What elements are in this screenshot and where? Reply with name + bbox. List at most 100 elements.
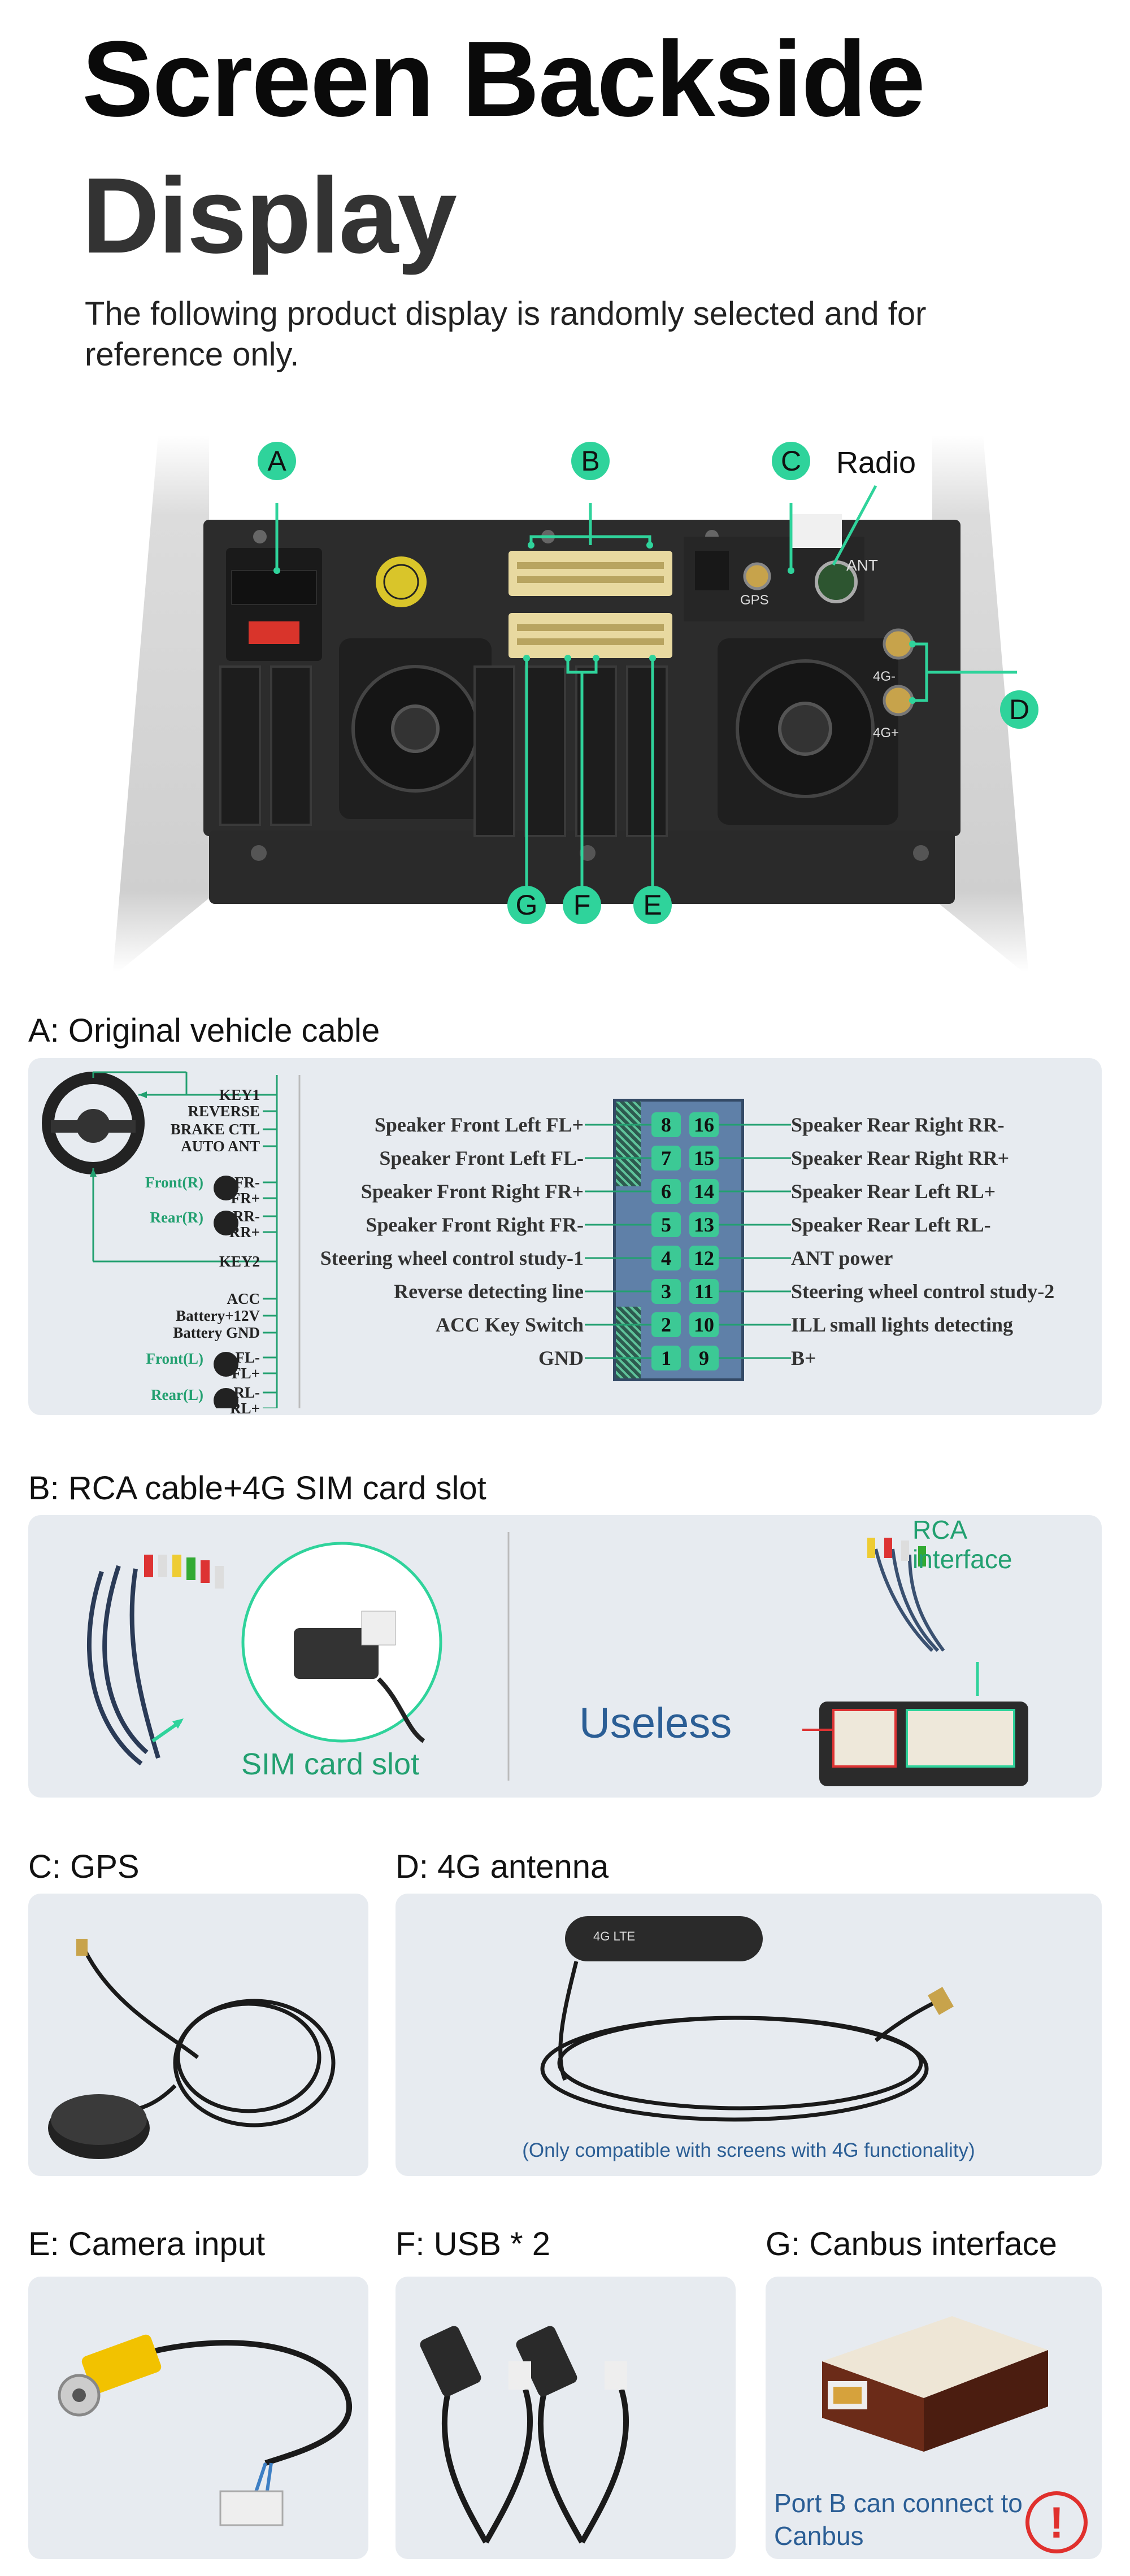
badge-a: A [258, 442, 296, 480]
section-f-title: F: USB * 2 [395, 2226, 550, 2262]
section-f-card [395, 2277, 736, 2559]
wheel-brake-ctl: BRAKE CTL [170, 1121, 260, 1138]
warning-icon-glyph: ! [1049, 2497, 1064, 2547]
rear-r-pin-plus: RR+ [229, 1224, 260, 1241]
section-c-card [28, 1894, 368, 2176]
pin-1-label: GND [538, 1347, 584, 1369]
rear-l-pin-plus: RL+ [230, 1400, 260, 1415]
section-c-title: C: GPS [28, 1848, 140, 1885]
pin-1: 1 [651, 1346, 681, 1370]
rca-interface-label: RCA interface [912, 1515, 1012, 1574]
connector-key-bottom [616, 1307, 641, 1378]
pin-5: 5 [651, 1212, 681, 1237]
front-l-label: Front(L) [146, 1350, 204, 1367]
svg-text:4G+: 4G+ [873, 725, 899, 741]
front-l-pin-minus: FL- [235, 1349, 260, 1366]
pin-15-label: Speaker Rear Right RR+ [791, 1147, 1010, 1169]
device-illustration: ANT GPS 4G- 4G+ [113, 435, 1028, 972]
pin-15: 15 [689, 1146, 719, 1170]
front-r-label: Front(R) [145, 1174, 203, 1191]
pin-11-label: Steering wheel control study-2 [791, 1280, 1055, 1303]
section-d-title: D: 4G antenna [395, 1848, 609, 1885]
pin-16: 16 [689, 1112, 719, 1137]
badge-e: E [633, 886, 672, 924]
warning-icon: ! [1025, 2491, 1088, 2553]
badge-f: F [563, 886, 601, 924]
wheel-auto-ant: AUTO ANT [181, 1138, 260, 1155]
rear-l-label: Rear(L) [151, 1386, 203, 1403]
camera-input-cable-illustration [58, 2334, 352, 2526]
svg-text:4G-: 4G- [873, 669, 896, 684]
pin-13-label: Speaker Rear Left RL- [791, 1213, 991, 1236]
canbus-note: Port B can connect to Canbus [774, 2488, 1023, 2551]
pin-12-label: ANT power [791, 1247, 893, 1269]
4g-compat-note: (Only compatible with screens with 4G fu… [522, 2139, 975, 2161]
pin-6-label: Speaker Front Right FR+ [360, 1180, 584, 1203]
pin-16-label: Speaker Rear Right RR- [791, 1113, 1005, 1136]
badge-c: C [772, 442, 810, 480]
pin-7-label: Speaker Front Left FL- [379, 1147, 584, 1169]
useless-label: Useless [579, 1699, 732, 1747]
pin-9-label: B+ [791, 1347, 816, 1369]
pinout-leader-lines [585, 1124, 791, 1359]
badge-b: B [571, 442, 610, 480]
gps-antenna-illustration [48, 1939, 336, 2159]
pin-8-label: Speaker Front Left FL+ [374, 1113, 584, 1136]
radio-label: Radio [836, 446, 916, 480]
canbus-box-illustration [822, 2316, 1048, 2452]
pin-10-label: ILL small lights detecting [791, 1313, 1014, 1336]
rca-cable-illustration [86, 1532, 1028, 1786]
section-b-card: SIM card slot RCA interface Useless [28, 1515, 1102, 1798]
pin-2: 2 [651, 1312, 681, 1337]
badge-g: G [507, 886, 546, 924]
svg-text:ANT: ANT [846, 556, 878, 574]
section-d-card: 4G LTE (Only compatible with screens wit… [395, 1894, 1102, 2176]
sim-card-slot-label: SIM card slot [241, 1747, 420, 1781]
device-back-panel: ANT GPS 4G- 4G+ [113, 401, 1028, 977]
pin-12: 12 [689, 1246, 719, 1270]
pin-3: 3 [651, 1279, 681, 1304]
pin-8: 8 [651, 1112, 681, 1137]
front-r-pin-minus: FR- [234, 1174, 260, 1191]
pin-9: 9 [689, 1346, 719, 1370]
pin-11: 11 [689, 1279, 719, 1304]
section-g-title: G: Canbus interface [766, 2226, 1057, 2262]
connector-key-top [616, 1102, 641, 1186]
pin-6: 6 [651, 1179, 681, 1204]
page-title-line2: Display [82, 156, 457, 276]
pin-3-label: Reverse detecting line [394, 1280, 584, 1303]
front-l-pin-plus: FL+ [232, 1365, 260, 1382]
pin-13: 13 [689, 1212, 719, 1237]
key2-label: KEY2 [219, 1253, 260, 1270]
rear-r-pin-minus: RR- [233, 1208, 260, 1225]
pin-4: 4 [651, 1246, 681, 1270]
badge-d: D [1000, 690, 1038, 729]
pin-7: 7 [651, 1146, 681, 1170]
section-g-card: Port B can connect to Canbus ! [766, 2277, 1102, 2559]
page-title-line1: Screen Backside [82, 19, 925, 139]
rear-r-label: Rear(R) [150, 1209, 203, 1226]
usb-cables-illustration [420, 2326, 629, 2544]
svg-text:GPS: GPS [740, 593, 769, 608]
intro-text: The following product display is randoml… [85, 295, 927, 373]
section-a-title: A: Original vehicle cable [28, 1012, 380, 1049]
battery-gnd-label: Battery GND [173, 1324, 260, 1341]
battery-12v-label: Battery+12V [176, 1307, 260, 1324]
rear-l-pin-minus: RL- [233, 1384, 260, 1401]
pin-2-label: ACC Key Switch [436, 1313, 584, 1336]
section-a-card: KEY1 REVERSE BRAKE CTL AUTO ANT Front(R)… [28, 1058, 1102, 1415]
pin-14: 14 [689, 1179, 719, 1204]
4g-antenna-text: 4G LTE [593, 1929, 636, 1943]
pin-5-label: Speaker Front Right FR- [366, 1213, 584, 1236]
wiring-harness-diagram [42, 1071, 301, 1408]
wheel-reverse: REVERSE [188, 1103, 260, 1120]
4g-antenna-illustration [540, 1916, 954, 2122]
section-b-title: B: RCA cable+4G SIM card slot [28, 1470, 486, 1507]
wheel-key1: KEY1 [219, 1086, 260, 1103]
pin-4-label: Steering wheel control study-1 [320, 1247, 584, 1269]
section-e-title: E: Camera input [28, 2226, 266, 2262]
pin-14-label: Speaker Rear Left RL+ [791, 1180, 996, 1203]
pin-10: 10 [689, 1312, 719, 1337]
front-r-pin-plus: FR+ [231, 1190, 260, 1207]
section-e-card [28, 2277, 368, 2559]
